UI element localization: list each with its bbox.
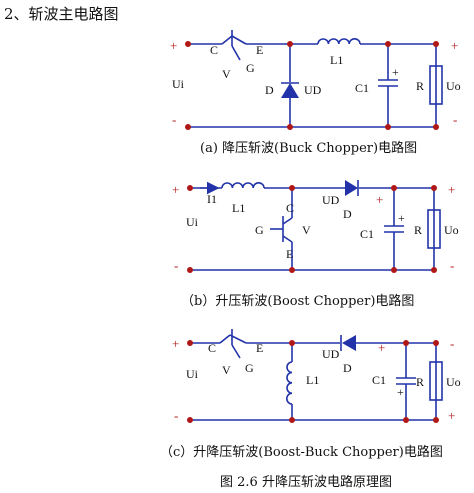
label-uo-a: Uo: [446, 79, 461, 93]
igbt-v-b: [270, 188, 293, 270]
capacitor-c1-c: [396, 343, 416, 420]
inductor-l1-b: [221, 182, 265, 189]
label-ud-b: UD: [322, 193, 340, 207]
label-cap-plus-a: +: [392, 65, 399, 79]
label-plus-out-c: -: [450, 336, 454, 351]
resistor-r-c: [429, 361, 443, 401]
label-g-b: G: [255, 223, 264, 237]
label-plus-d-b: +: [376, 192, 383, 207]
label-e-b: E: [286, 247, 293, 261]
caption-boost-buck: （c）升降压斩波(Boost-Buck Chopper)电路图: [160, 445, 443, 460]
resistor-r-b: [427, 209, 441, 249]
label-uo-c: Uo: [446, 375, 461, 389]
label-i1-b: I1: [207, 192, 217, 206]
capacitor-c1-a: [378, 44, 398, 127]
resistor-r-a: [429, 65, 443, 105]
label-plus-out-b: +: [448, 182, 455, 197]
section-heading: 2、斩波主电路图: [4, 5, 119, 23]
label-plus-in-b: +: [172, 182, 179, 197]
label-g-a: G: [246, 61, 255, 75]
figure-caption: 图 2.6 升降压斩波电路原理图: [220, 475, 392, 490]
diode-d-c: [340, 335, 356, 351]
label-c-a: C: [210, 43, 218, 57]
label-minus-in-b: -: [174, 258, 178, 273]
label-d-c: D: [343, 361, 352, 375]
boost-circuit: + - + - I1 L1 Ui C G V E UD D + C1 + R U…: [172, 180, 459, 273]
buck-circuit: + - + - C E V G Ui D UD L1 C1 + R Uo: [170, 30, 461, 130]
caption-boost: （b）升压斩波(Boost Chopper)电路图: [181, 294, 415, 309]
label-minus-in-a: -: [172, 112, 176, 127]
label-e-a: E: [256, 43, 263, 57]
label-uo-b: Uo: [444, 223, 459, 237]
label-minus-out-c: +: [448, 408, 455, 423]
label-c1-b: C1: [360, 227, 374, 241]
label-plus-in-a: +: [170, 38, 177, 53]
label-ud-c: UD: [322, 347, 340, 361]
label-e-c: E: [256, 341, 263, 355]
label-ui-b: Ui: [186, 215, 199, 229]
label-l1-c: L1: [306, 373, 319, 387]
igbt-v-c: [219, 329, 247, 359]
caption-buck: (a) 降压斩波(Buck Chopper)电路图: [200, 141, 418, 156]
label-c1-a: C1: [355, 81, 369, 95]
igbt-v-a: [221, 30, 247, 61]
label-c-c: C: [208, 341, 216, 355]
label-r-c: R: [416, 375, 424, 389]
label-g-c: G: [245, 361, 254, 375]
label-ui-a: Ui: [172, 77, 185, 91]
label-ud-a: UD: [304, 83, 322, 97]
capacitor-c1-b: [384, 188, 404, 270]
label-minus-out-b: -: [450, 258, 454, 273]
label-l1-b: L1: [232, 201, 245, 215]
label-minus-out-a: -: [453, 112, 457, 127]
inductor-l1-c: [286, 343, 293, 420]
label-plus-out-a: +: [451, 38, 458, 53]
label-cap-plus-c: +: [397, 385, 404, 399]
label-plus-in-c: +: [172, 336, 179, 351]
label-l1-a: L1: [330, 53, 343, 67]
label-plus-d-c: +: [378, 340, 385, 355]
label-d-a: D: [265, 83, 274, 97]
diode-d-a: [281, 44, 299, 127]
diode-d-b: [345, 180, 359, 196]
label-c1-c: C1: [372, 373, 386, 387]
label-v-c: V: [222, 363, 231, 377]
label-d-b: D: [343, 207, 352, 221]
inductor-l1-a: [317, 38, 361, 45]
label-c-b: C: [286, 201, 294, 215]
label-ui-c: Ui: [186, 367, 199, 381]
boost-buck-circuit: + - - + C E V G Ui L1 UD D + C1 + R Uo: [172, 329, 461, 423]
label-cap-plus-b: +: [398, 211, 405, 225]
label-r-a: R: [416, 79, 424, 93]
label-v-b: V: [302, 223, 311, 237]
label-v-a: V: [222, 67, 231, 81]
label-minus-in-c: -: [174, 408, 178, 423]
label-r-b: R: [414, 223, 422, 237]
